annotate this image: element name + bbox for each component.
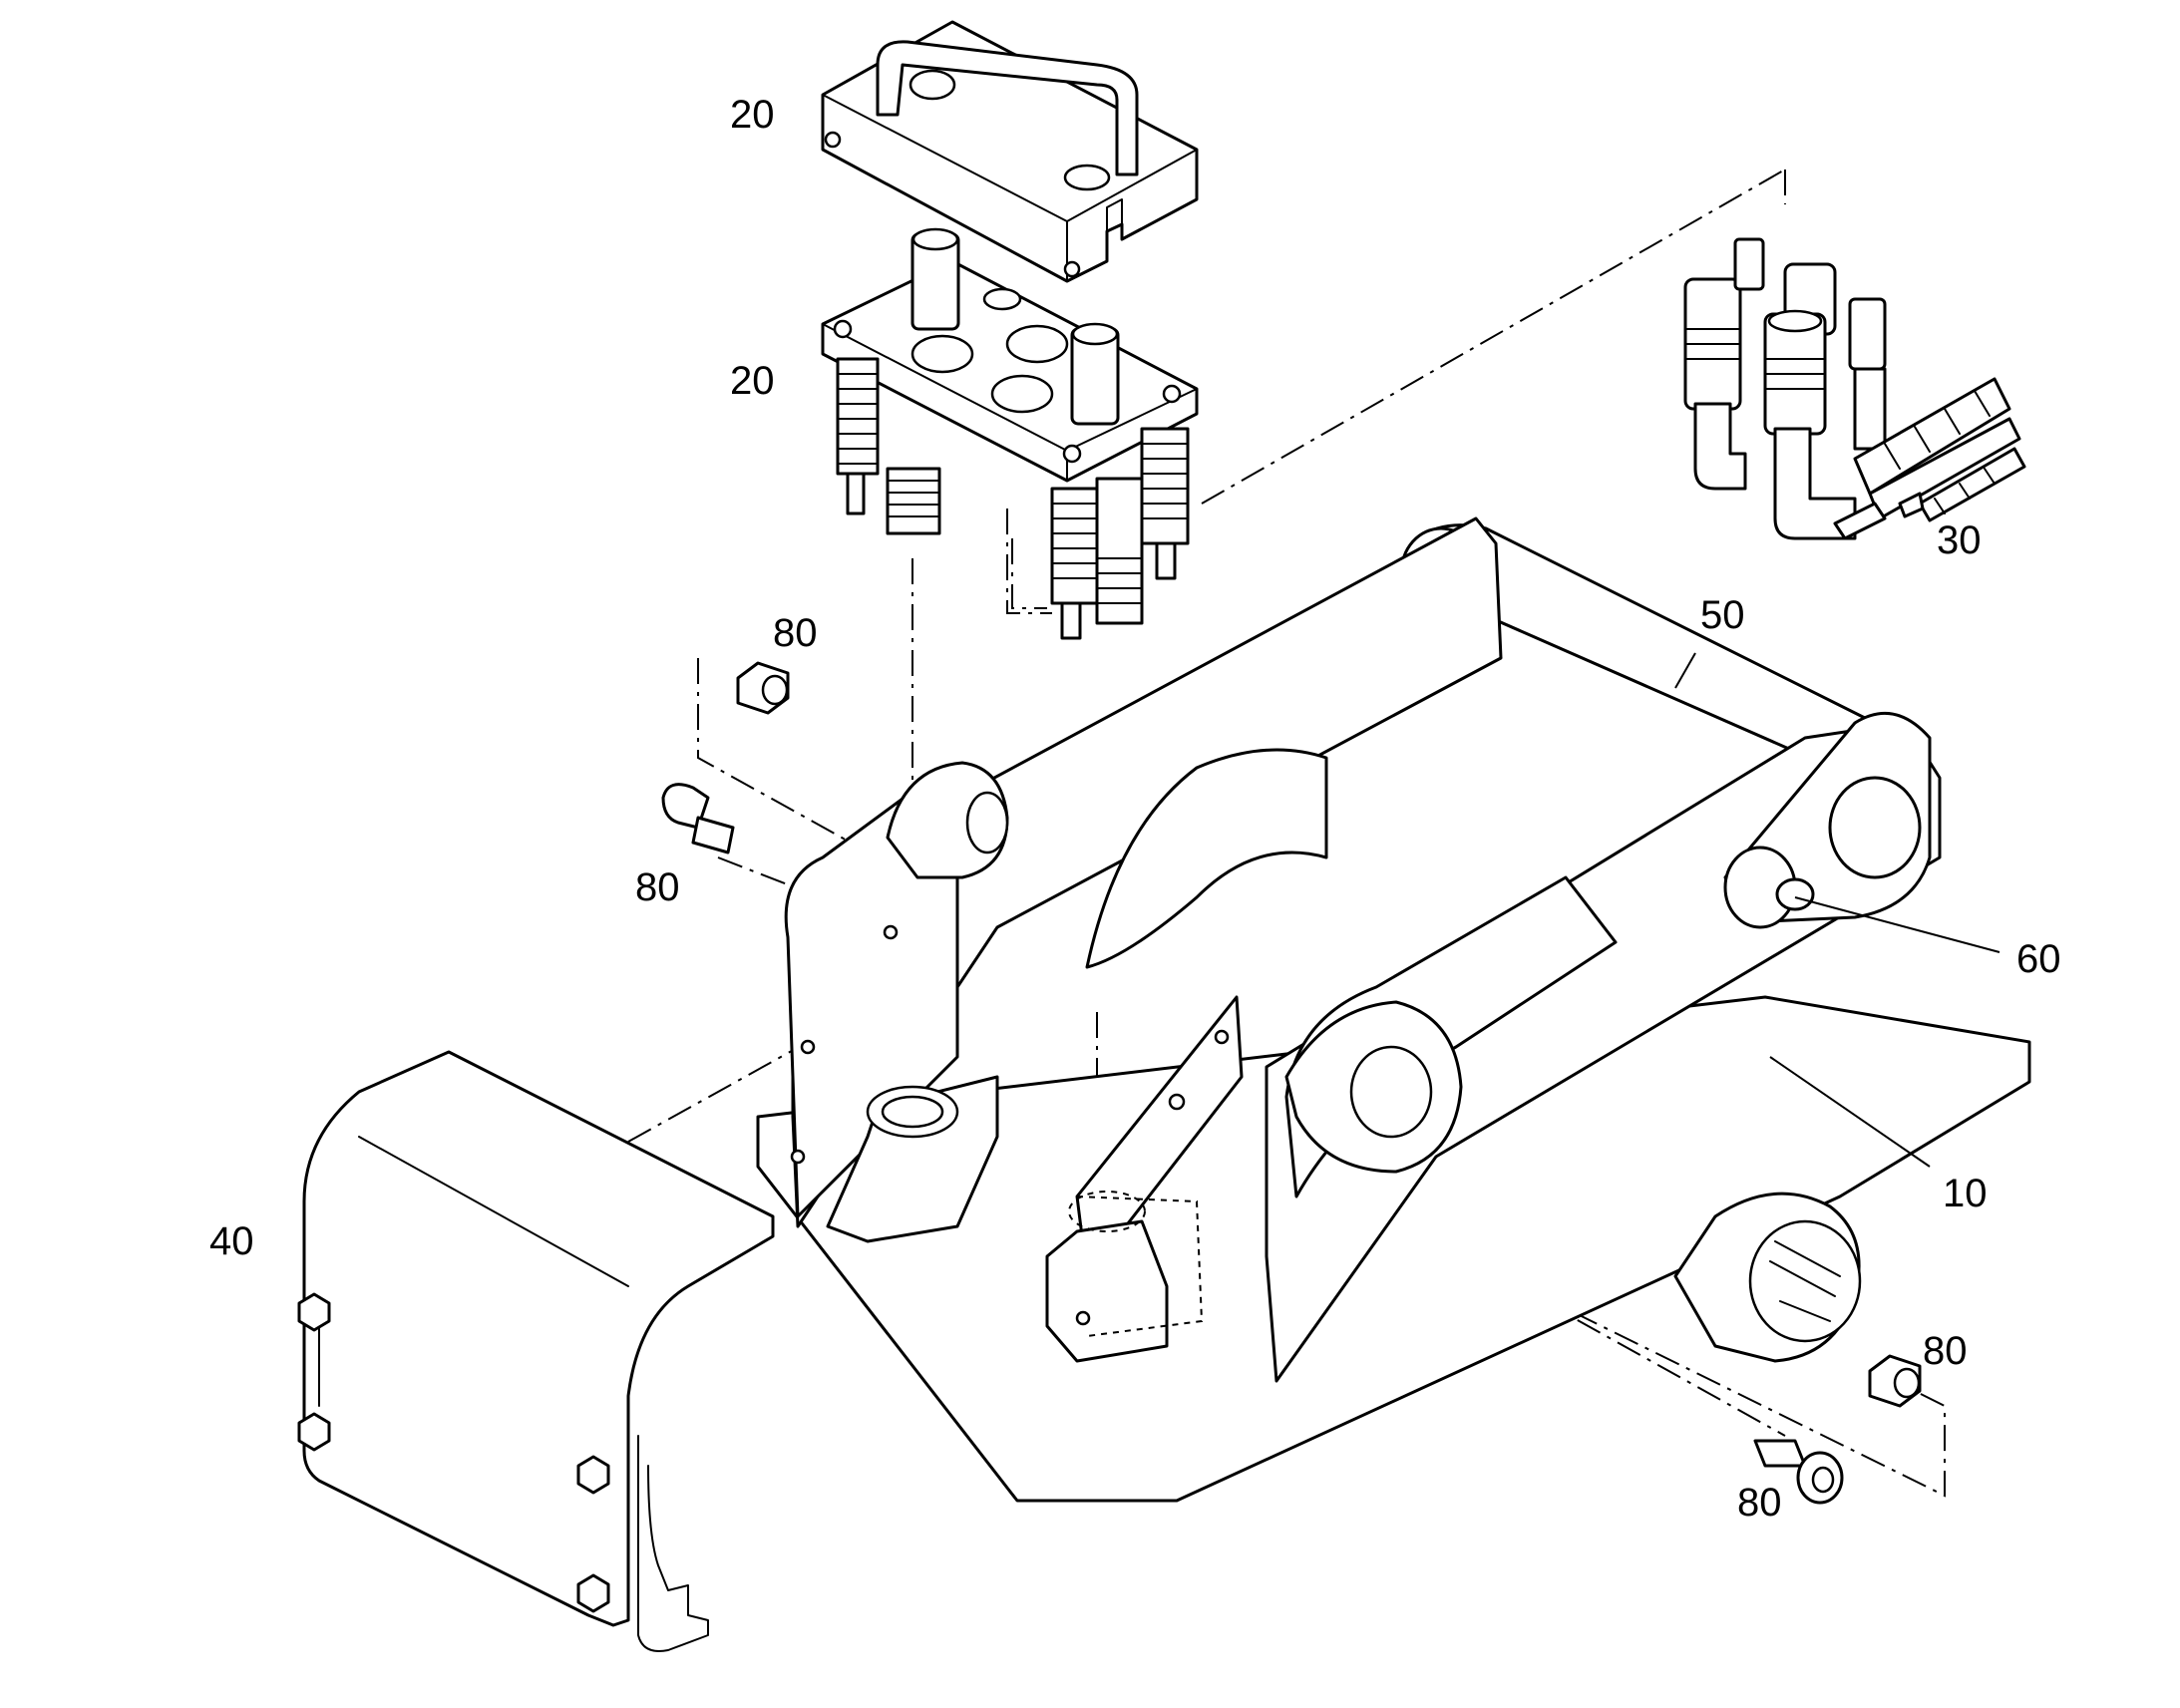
nut-lower bbox=[1868, 1354, 1922, 1408]
callout-lid: 20 bbox=[730, 93, 775, 137]
cover-part bbox=[297, 1050, 775, 1652]
fasteners bbox=[661, 658, 1922, 1505]
lid-part bbox=[821, 20, 1199, 283]
bolt-60 bbox=[1723, 846, 1815, 929]
hose-set-part bbox=[1683, 237, 2026, 540]
callout-coupling-plate: 20 bbox=[730, 359, 775, 403]
callout-labels: 20 20 30 50 60 10 40 80 80 80 80 bbox=[209, 93, 2061, 1525]
spring-right-b bbox=[1140, 427, 1190, 580]
leader-lines bbox=[1674, 652, 2000, 1168]
screw-lower bbox=[1753, 1439, 1844, 1505]
nut-upper bbox=[736, 661, 790, 715]
callout-hose-set: 30 bbox=[1937, 518, 1982, 562]
spring-right-a bbox=[1050, 487, 1100, 640]
callout-screw-upper: 80 bbox=[635, 865, 680, 909]
frame-part bbox=[756, 516, 2031, 1503]
spring-center bbox=[886, 467, 941, 535]
callout-pin: 50 bbox=[1700, 593, 1745, 637]
callout-nut-upper: 80 bbox=[773, 611, 818, 655]
callout-frame: 10 bbox=[1943, 1172, 1988, 1215]
callout-bolt-60: 60 bbox=[2016, 937, 2061, 981]
callout-nut-lower: 80 bbox=[1923, 1329, 1968, 1373]
callout-cover: 40 bbox=[209, 1219, 254, 1263]
callout-screw-lower: 80 bbox=[1737, 1481, 1782, 1525]
coupling-plate-part bbox=[821, 227, 1199, 640]
spring-left bbox=[836, 357, 880, 515]
screw-upper bbox=[661, 783, 735, 854]
cover-bolts bbox=[297, 1292, 610, 1613]
